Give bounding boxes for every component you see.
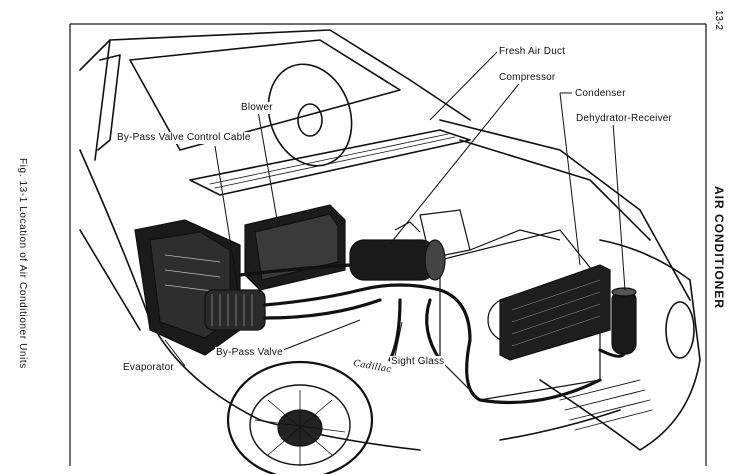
callout-dehydrator-receiver: Dehydrator-Receiver bbox=[575, 113, 674, 125]
callout-bypass-valve-control-cable: By-Pass Valve Control Cable bbox=[116, 132, 252, 144]
blower-unit bbox=[244, 204, 346, 291]
callout-condenser: Condenser bbox=[574, 88, 627, 100]
callout-fresh-air-duct: Fresh Air Duct bbox=[498, 46, 567, 58]
page-number: 13-2 bbox=[713, 10, 724, 31]
callout-leaders bbox=[164, 51, 626, 367]
figure-caption: Fig. 13-1 Location of Air Conditioner Un… bbox=[17, 158, 28, 369]
callout-sight-glass: Sight Glass bbox=[390, 356, 446, 368]
bypass-valve-unit bbox=[204, 289, 266, 331]
callout-blower: Blower bbox=[240, 102, 274, 114]
dehydrator-receiver-unit bbox=[611, 287, 637, 355]
callout-compressor: Compressor bbox=[498, 72, 557, 84]
evaporator-unit bbox=[134, 219, 241, 356]
compressor-unit bbox=[349, 221, 446, 281]
callout-bypass-valve: By-Pass Valve bbox=[215, 347, 284, 359]
front-wheel bbox=[226, 360, 374, 474]
figure-frame bbox=[69, 23, 707, 466]
section-title: AIR CONDITIONER bbox=[712, 186, 726, 309]
car-body bbox=[79, 29, 701, 451]
callout-evaporator: Evaporator bbox=[122, 362, 175, 374]
condenser-unit bbox=[499, 264, 611, 361]
